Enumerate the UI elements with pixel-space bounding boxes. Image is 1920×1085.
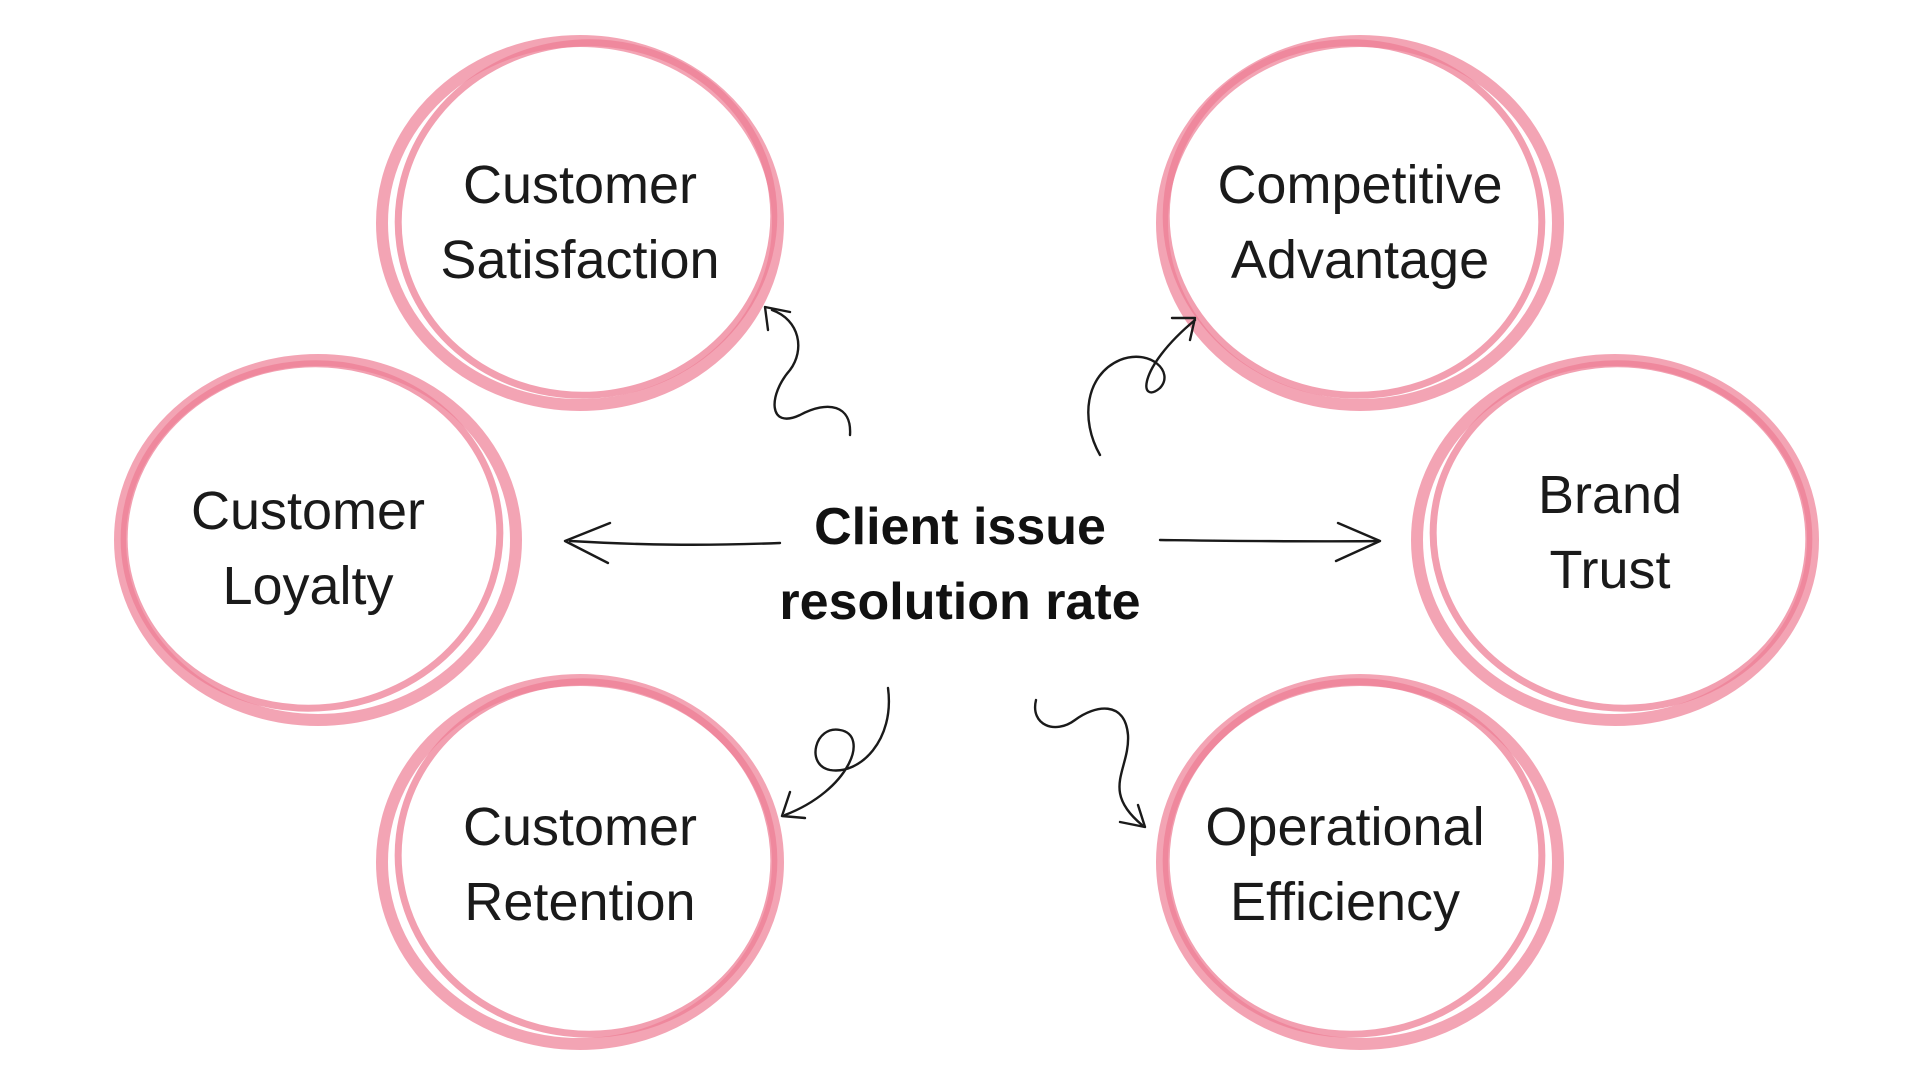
- label-customer-satisfaction: Customer Satisfaction: [390, 148, 770, 298]
- center-topic: Client issue resolution rate: [660, 490, 1260, 640]
- label-customer-satisfaction-line2: Satisfaction: [440, 230, 720, 290]
- circle-customer-retention: [376, 674, 784, 1050]
- arrow-to-retention: [780, 686, 891, 820]
- label-operational-efficiency-line1: Operational: [1205, 797, 1485, 857]
- label-customer-loyalty-line2: Loyalty: [222, 556, 394, 616]
- label-operational-efficiency: Operational Efficiency: [1155, 790, 1535, 940]
- center-topic-line1: Client issue: [814, 498, 1106, 556]
- circle-customer-satisfaction: [376, 35, 784, 411]
- arrow-to-satisfaction: [763, 305, 852, 437]
- circle-brand-trust: [1411, 354, 1819, 726]
- circle-competitive-advantage: [1156, 35, 1564, 411]
- circle-operational-efficiency: [1156, 674, 1564, 1050]
- label-customer-loyalty: Customer Loyalty: [118, 474, 498, 624]
- label-customer-satisfaction-line1: Customer: [462, 155, 698, 215]
- label-competitive-advantage: Competitive Advantage: [1170, 148, 1550, 298]
- circle-customer-loyalty: [114, 354, 522, 726]
- label-customer-retention: Customer Retention: [390, 790, 770, 940]
- label-brand-trust-line1: Brand: [1537, 465, 1683, 525]
- arrow-to-advantage: [1087, 316, 1197, 457]
- arrow-to-efficiency: [1033, 698, 1147, 829]
- arrow-to-trust: [1158, 521, 1382, 563]
- label-customer-retention-line1: Customer: [462, 797, 698, 857]
- label-competitive-advantage-line1: Competitive: [1217, 155, 1503, 215]
- label-brand-trust-line2: Trust: [1549, 540, 1671, 600]
- label-brand-trust: Brand Trust: [1420, 458, 1800, 608]
- label-competitive-advantage-line2: Advantage: [1230, 230, 1490, 290]
- center-topic-line2: resolution rate: [779, 573, 1141, 631]
- label-customer-retention-line2: Retention: [464, 872, 696, 932]
- label-customer-loyalty-line1: Customer: [190, 481, 426, 541]
- label-operational-efficiency-line2: Efficiency: [1229, 872, 1461, 932]
- arrow-to-loyalty: [563, 521, 782, 565]
